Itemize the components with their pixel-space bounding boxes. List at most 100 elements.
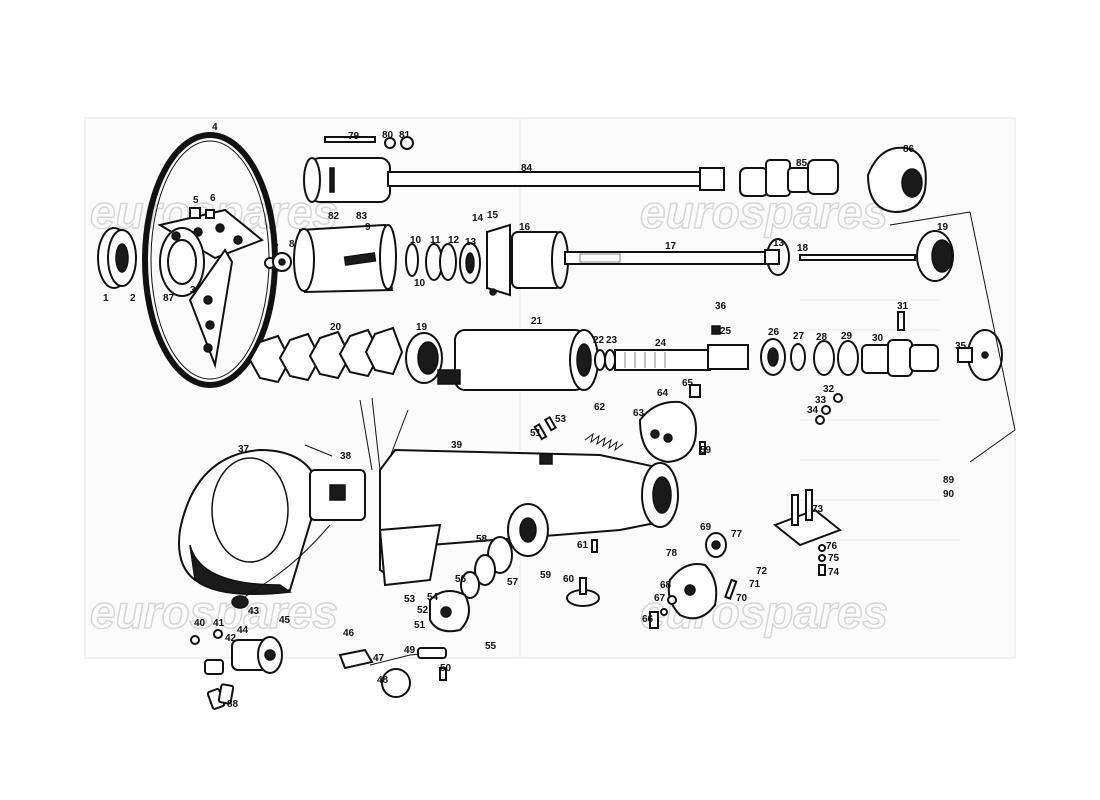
return-spring-part [584,432,624,452]
callout-label: 30 [872,333,884,344]
callout-label: 51 [414,620,426,631]
nut-washer-set-part [815,393,843,425]
callout-label: 72 [756,566,768,577]
column-cowl-part [178,448,322,596]
callout-label: 76 [826,541,838,552]
callout-label: 56 [455,574,467,585]
callout-label: 35 [955,341,967,352]
callout-labels: 1 2 3 4 5 6 7 8 9 10 10 11 12 13 13 14 1… [103,122,967,710]
callout-label: 67 [654,593,666,604]
callout-label: 48 [377,675,389,686]
callout-label: 89 [943,475,955,486]
callout-label: 26 [768,327,780,338]
callout-label: 15 [487,210,499,221]
callout-label: 13 [465,237,477,248]
callout-label: 29 [841,331,853,342]
callout-label: 64 [657,388,669,399]
universal-joint-upper-part [739,159,839,197]
bracket-fixings-part [818,544,826,576]
callout-label: 31 [897,301,909,312]
steering-parts [97,132,1016,710]
callout-label: 23 [606,335,618,346]
callout-label: 39 [451,440,463,451]
watermark-bottom-left: eurospares [90,586,338,638]
column-bellows-spring-part [248,326,404,384]
callout-label: 79 [348,131,360,142]
callout-label: 34 [807,405,819,416]
combination-switch-part [231,397,409,609]
callout-label: 62 [594,402,606,413]
callout-label: 22 [593,335,605,346]
callout-label: 11 [430,235,441,246]
callout-label: 74 [828,567,840,578]
callout-label: 61 [577,540,589,551]
lever-parts [338,647,447,698]
callout-label: 45 [279,615,291,626]
callout-label: 36 [715,301,727,312]
callout-label: 5 [193,195,199,206]
callout-label: 10 [410,235,422,246]
callout-label: 19 [937,222,949,233]
callout-label: 69 [700,522,712,533]
callout-label: 73 [812,504,824,515]
callout-label: 57 [507,577,519,588]
ignition-switch-part [190,629,283,710]
lower-mounting-bracket-part [649,532,738,629]
callout-label: 27 [793,331,805,342]
callout-label: 12 [448,235,460,246]
callout-label: 50 [440,663,452,674]
steering-rod-part [799,254,916,261]
callout-label: 19 [416,322,428,333]
callout-label: 20 [330,322,342,333]
callout-label: 38 [340,451,352,462]
callout-label: 88 [227,699,239,710]
callout-label: 25 [720,326,732,337]
callout-label: 14 [472,213,484,224]
horn-hub-part [97,227,137,289]
outer-column-tube-part [437,329,599,391]
callout-label: 13 [773,238,785,249]
universal-joint-lower-part [861,311,939,377]
coupling-flange-part [957,329,1003,381]
callout-label: 66 [642,614,654,625]
callout-label: 44 [237,625,249,636]
callout-label: 71 [749,579,761,590]
callout-label: 24 [655,338,667,349]
callout-label: 80 [382,130,394,141]
callout-label: 3 [190,285,196,296]
upper-bearing-rings-part [405,242,481,284]
assembly-bracket-line [304,211,1016,463]
callout-label: 21 [531,316,543,327]
callout-label: 43 [248,606,260,617]
inner-shaft-part [564,238,790,276]
callout-label: 75 [828,553,840,564]
upper-steering-shaft-part [303,136,725,203]
callout-label: 53 [555,414,567,425]
callout-label: 10 [414,278,426,289]
callout-label: 18 [797,243,809,254]
callout-label: 16 [519,222,531,233]
callout-label: 78 [666,548,678,559]
callout-label: 37 [238,444,250,455]
wheel-nut-washer-parts [189,207,292,272]
callout-label: 90 [943,489,955,500]
callout-label: 55 [485,641,497,652]
lower-bearing-set-part [760,338,859,376]
callout-label: 4 [212,122,218,133]
callout-label: 33 [815,395,827,406]
callout-label: 86 [903,144,915,155]
callout-label: 47 [373,653,385,664]
callout-label: 52 [417,605,429,616]
callout-label: 49 [404,645,416,656]
small-pin-parts [533,415,706,553]
sleeve-middle-part [405,332,443,384]
callout-label: 42 [225,633,237,644]
column-clamp-part [638,384,701,464]
sleeve-right-part [916,230,954,282]
callout-label: 54 [427,592,439,603]
callout-label: 82 [328,211,340,222]
callout-label: 59 [540,570,552,581]
callout-label: 77 [731,529,743,540]
rubber-boot-part [866,146,927,214]
